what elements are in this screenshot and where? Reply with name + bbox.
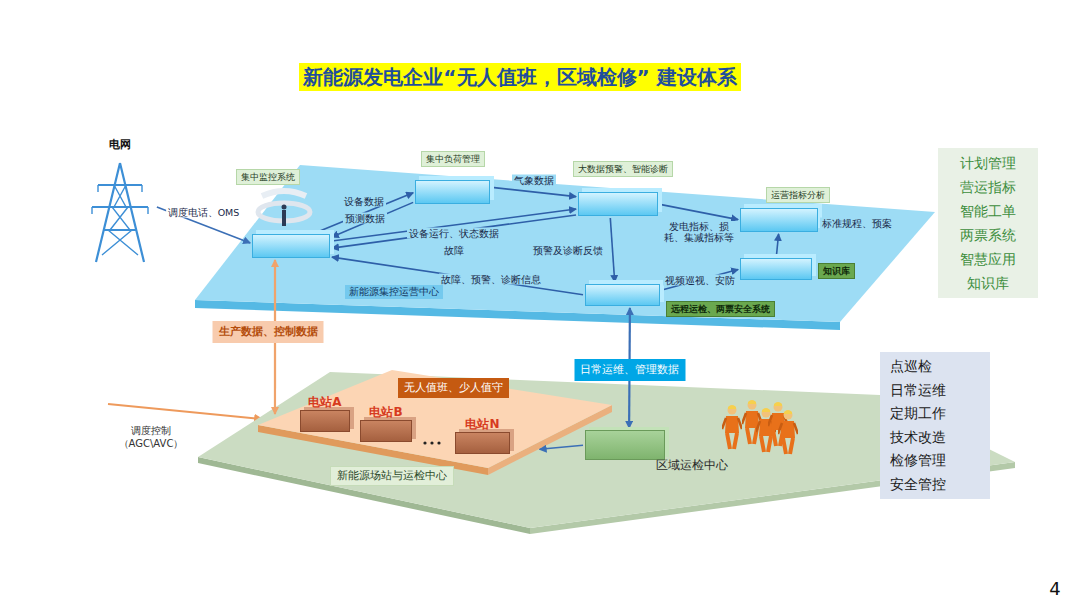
list-item: 日常运维 — [890, 379, 980, 403]
list-item: 检修管理 — [890, 449, 980, 473]
dispatch-arrow — [108, 404, 262, 419]
edge-label: 视频巡视、安防 — [663, 274, 737, 285]
operator-body — [282, 210, 286, 226]
edge-label: 预测数据 — [343, 212, 387, 223]
worker — [778, 410, 798, 454]
task-list-panel: 点巡检日常运维定期工作技术改造检修管理安全管控 — [880, 352, 990, 499]
edge-label: 调度电话、OMS — [166, 206, 242, 217]
workers-illustration — [722, 400, 798, 454]
edge-label: 生产数据、控制数据 — [213, 321, 324, 343]
dispatch-label: 调度控制（AGC\AVC） — [108, 424, 194, 450]
system-box: 知识库 — [740, 258, 812, 280]
system-tag: 集中监控系统 — [236, 169, 300, 185]
platform-face — [195, 165, 935, 322]
operator-head — [282, 205, 287, 210]
title-bar: 新能源发电企业“无人值班，区域检修” 建设体系 — [0, 64, 1040, 91]
platform-face — [258, 370, 612, 468]
node-label: 电网 — [85, 138, 155, 152]
monitor-ring-icon — [258, 191, 310, 226]
tower-bracing — [102, 185, 138, 255]
edge-label: 发电指标、损耗、集减指标等 — [662, 221, 736, 243]
page-number: 4 — [1040, 578, 1070, 600]
function-list-panel: 计划管理营运指标智能工单两票系统智慧应用知识库 — [938, 148, 1038, 298]
connector — [157, 207, 250, 243]
list-item: 计划管理 — [948, 151, 1028, 175]
list-item: 两票系统 — [948, 223, 1028, 247]
worker — [722, 405, 742, 449]
station-label: 电站A — [308, 395, 341, 409]
station-ellipsis — [423, 441, 440, 444]
system-tag: 大数据预警、智能诊断 — [573, 161, 673, 177]
system-tag: 知识库 — [818, 263, 855, 279]
dot — [423, 441, 426, 444]
tower-insulators — [92, 185, 148, 214]
station-box: 电站A — [300, 410, 350, 432]
station-box: 电站B — [360, 420, 412, 442]
system-box: 远程运检、两票安全系统 — [585, 284, 660, 306]
station-label: 电站B — [369, 405, 402, 419]
list-item: 智能工单 — [948, 199, 1028, 223]
region-label: 区域运检中心 — [656, 458, 728, 472]
station-label: 电站N — [465, 417, 499, 431]
platform-label: 新能源集控运营中心 — [345, 285, 443, 299]
tower-legs — [96, 163, 144, 262]
edge-label: 设备运行、状态数据 — [407, 228, 501, 239]
station-box: 电站N — [455, 432, 510, 454]
system-tag: 集中负荷管理 — [421, 151, 485, 167]
edge-label: 预警及诊断反馈 — [531, 245, 605, 256]
edge-label: 标准规程、预案 — [820, 218, 894, 229]
system-box: 运营指标分析 — [740, 208, 818, 232]
system-box: 集中监控系统 — [252, 234, 330, 258]
dot — [437, 441, 440, 444]
grid-tower: 电网 — [85, 138, 155, 262]
tower-symbol — [92, 163, 148, 262]
list-item: 知识库 — [948, 271, 1028, 295]
edge-label: 设备数据 — [342, 196, 386, 207]
edge-label: 气象数据 — [512, 175, 556, 186]
ring-top — [262, 191, 306, 196]
platform-label: 新能源场站与运检中心 — [330, 466, 454, 486]
list-item: 技术改造 — [890, 426, 980, 450]
dot — [430, 441, 433, 444]
list-item: 营运指标 — [948, 175, 1028, 199]
edge-label: 日常运维、管理数据 — [574, 359, 685, 381]
title: 新能源发电企业“无人值班，区域检修” 建设体系 — [299, 63, 740, 91]
system-box: 大数据预警、智能诊断 — [578, 192, 658, 216]
system-box: 集中负荷管理 — [415, 180, 490, 204]
system-tag: 运营指标分析 — [766, 187, 830, 203]
list-item: 智慧应用 — [948, 247, 1028, 271]
platform-label: 无人值班、少人值守 — [398, 378, 509, 398]
edge-label: 故障、预警、诊断信息 — [439, 273, 543, 284]
station-group-platform: 无人值班、少人值守电站A 电站B 电站N — [258, 370, 612, 476]
list-item: 点巡检 — [890, 355, 980, 379]
region-center-box: 区域运检中心 — [585, 430, 665, 460]
list-item: 安全管控 — [890, 473, 980, 497]
system-tag: 远程运检、两票安全系统 — [666, 301, 775, 317]
edge-label: 故障 — [442, 244, 466, 255]
list-item: 定期工作 — [890, 402, 980, 426]
